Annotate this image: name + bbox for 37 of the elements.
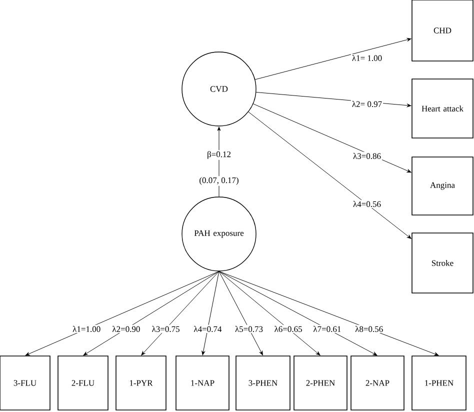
arrow <box>248 112 412 239</box>
arrow <box>253 104 412 173</box>
arrow <box>218 271 378 356</box>
indicator-box: 1-NAP <box>176 356 230 410</box>
edge-label: λ2=0.90 <box>111 324 142 334</box>
indicator-box: 3-FLU <box>0 356 50 410</box>
confidence-interval: (0.07, 0.17) <box>198 176 240 186</box>
arrow <box>254 38 412 80</box>
edge-label: λ2= 0.97 <box>350 100 384 108</box>
indicator-box: Angina <box>412 156 474 216</box>
arrow <box>218 271 439 356</box>
indicator-box: 2-FLU <box>58 356 108 410</box>
indicator-box: 2-PHEN <box>294 356 348 410</box>
indicator-box: CHD <box>412 0 474 62</box>
arrow <box>202 271 220 356</box>
arrow <box>218 271 263 356</box>
edge-label: λ6=0.65 <box>273 324 304 334</box>
arrow <box>83 271 220 356</box>
edge-label: λ3=0.86 <box>352 152 382 160</box>
edge-label: λ1=1.00 <box>72 324 102 334</box>
indicator-box: Heart attack <box>412 78 474 138</box>
arrow <box>141 271 220 356</box>
edge-label: λ3=0.75 <box>150 324 181 334</box>
edge-label: β=0.12 <box>206 150 232 160</box>
edge-label: λ1= 1.00 <box>350 54 384 62</box>
indicator-box: Stroke <box>412 232 474 294</box>
indicator-box: 3-PHEN <box>236 356 290 410</box>
arrow <box>25 271 220 356</box>
edge-label: λ5=0.73 <box>234 324 264 334</box>
indicator-box: 2-NAP <box>350 356 404 410</box>
edge-label: λ4=0.56 <box>352 200 382 208</box>
edge-label: λ4=0.74 <box>192 324 223 334</box>
indicator-box: 1-PYR <box>116 356 166 410</box>
edge-label: λ8=0.56 <box>354 324 384 334</box>
arrow <box>218 271 320 356</box>
edge-label: λ7=0.61 <box>312 324 342 334</box>
indicator-box: 1-PHEN <box>412 356 466 410</box>
